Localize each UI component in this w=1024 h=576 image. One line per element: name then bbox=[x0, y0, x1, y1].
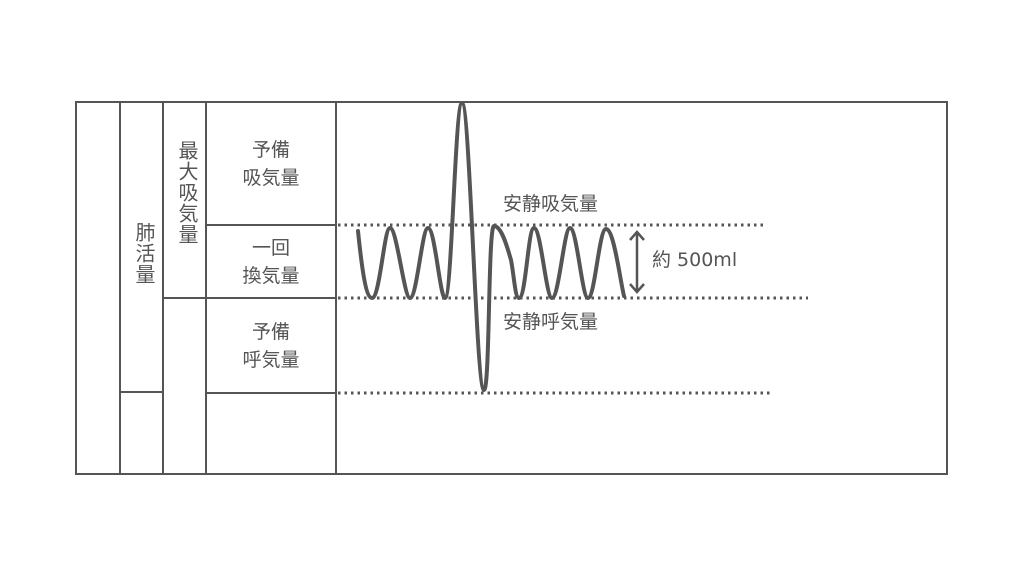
breathing-wave bbox=[356, 101, 626, 392]
inspiratory-capacity-label: 最大吸気量 bbox=[175, 140, 199, 245]
rest-expiration-label: 安静呼気量 bbox=[503, 311, 599, 333]
vital-capacity-label: 肺活量 bbox=[132, 222, 156, 285]
expiratory-reserve-volume-label: 予備 呼気量 bbox=[242, 321, 300, 371]
tidal-amount-label: 約 500ml bbox=[652, 249, 738, 271]
rest-inspiration-label: 安静吸気量 bbox=[503, 193, 599, 215]
tidal-volume-label: 一回 換気量 bbox=[242, 237, 300, 287]
outer-frame bbox=[75, 101, 948, 475]
double-arrow-icon bbox=[629, 230, 645, 294]
inspiratory-reserve-volume-label: 予備 吸気量 bbox=[242, 139, 300, 189]
